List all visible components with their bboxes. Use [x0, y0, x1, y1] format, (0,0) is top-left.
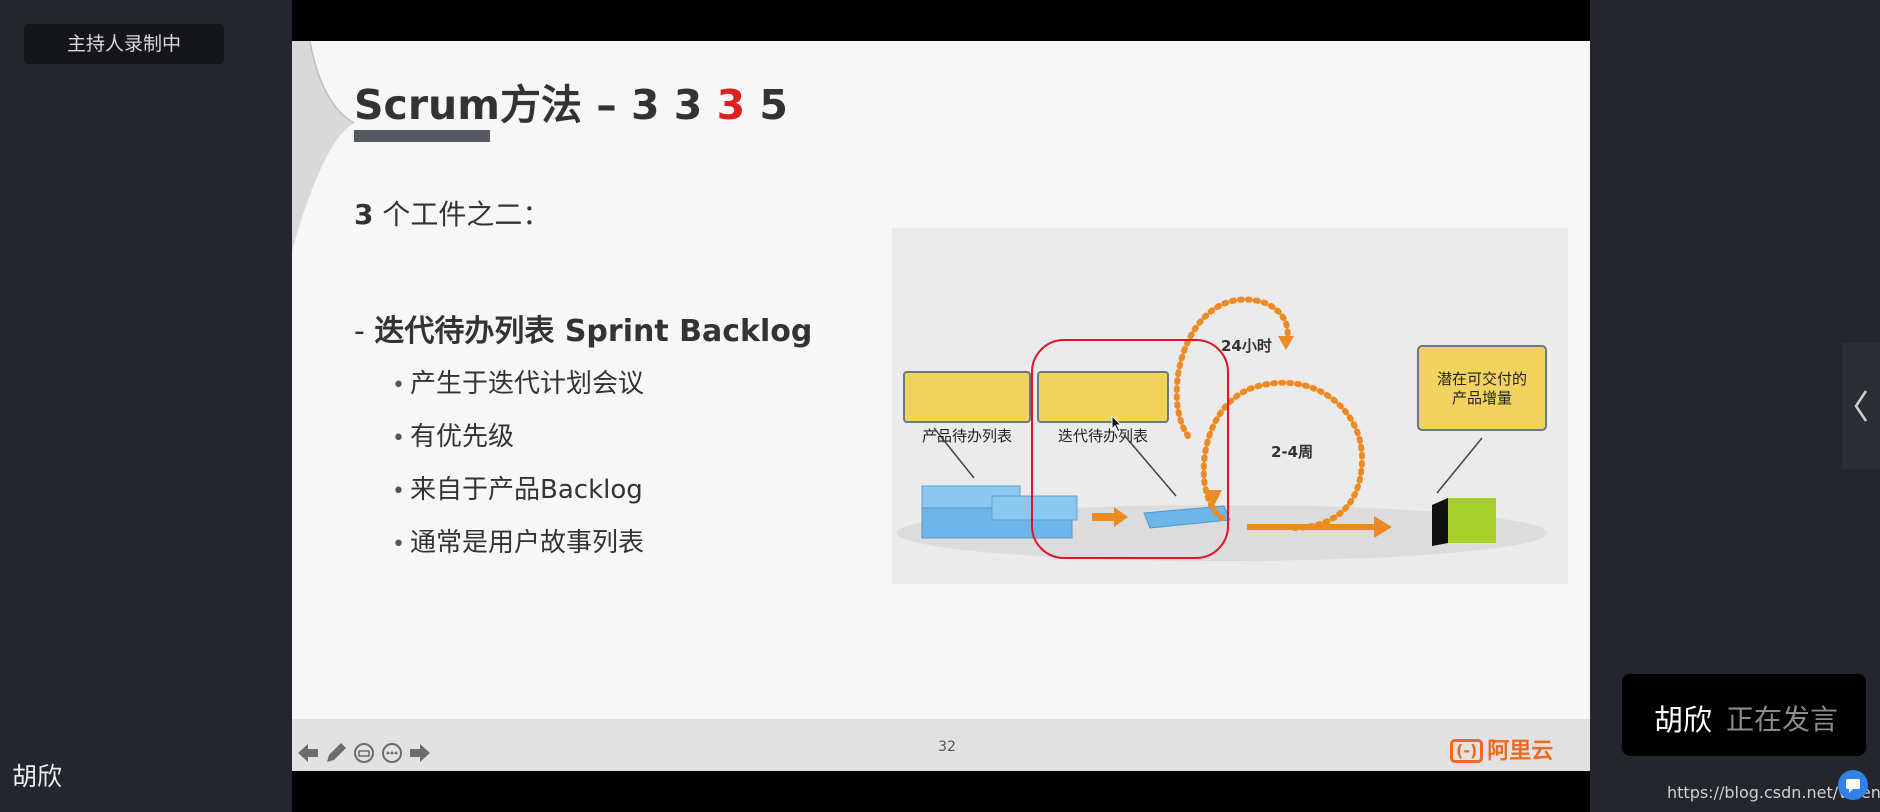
list-item: •来自于产品Backlog	[392, 475, 643, 505]
stage-top-bar	[292, 0, 1590, 41]
slide-subtitle: 3 个工件之二：	[354, 198, 551, 231]
speaker-name: 胡欣	[1654, 703, 1713, 737]
slide-footer	[292, 719, 1590, 771]
speaking-indicator	[1622, 674, 1866, 756]
scrum-diagram-drawing	[897, 296, 1547, 561]
stage-bottom-bar	[292, 771, 1590, 812]
diagram-label-sprint-backlog: 迭代待办列表	[1057, 427, 1148, 445]
presentation-slide: Scrum方法 – 3 3 3 5 3 个工件之二： - 迭代待办列表 Spri…	[292, 41, 1590, 771]
list-item: •有优先级	[392, 422, 515, 452]
chat-button[interactable]	[1838, 770, 1868, 800]
chat-icon	[1846, 779, 1860, 793]
list-item: •产生于迭代计划会议	[392, 369, 645, 399]
page-number: 32	[938, 739, 956, 755]
slide-title: Scrum方法 – 3 3 3 5	[354, 81, 788, 129]
arrow-left-icon[interactable]	[296, 741, 320, 765]
subtitle-icon[interactable]	[352, 741, 376, 765]
diagram-label-product-backlog: 产品待办列表	[921, 427, 1012, 445]
pen-icon[interactable]	[324, 741, 348, 765]
product-backlog-blocks	[921, 485, 1078, 539]
diagram-label-weeks: 2-4周	[1271, 443, 1314, 461]
sprint-backlog-block	[1143, 505, 1231, 529]
diagram-label-24h: 24小时	[1221, 337, 1272, 355]
mouse-cursor-icon	[1111, 415, 1123, 433]
side-panel-toggle[interactable]	[1842, 343, 1880, 469]
presenter-name-label: 胡欣	[12, 762, 63, 791]
chevron-left-icon	[1854, 390, 1868, 422]
watermark-url: https://blog.csdn.net/vicenan	[1667, 783, 1880, 802]
brand-logo: (-)阿里云	[1450, 733, 1553, 765]
title-underline	[354, 130, 490, 142]
slide-decoration-curve	[292, 41, 355, 251]
speaking-status: 正在发言	[1726, 703, 1839, 736]
flow-arrow-small	[1092, 507, 1128, 527]
product-increment-cube	[1432, 498, 1496, 546]
more-icon[interactable]	[380, 741, 404, 765]
recording-badge: 主持人录制中	[24, 24, 224, 64]
arrow-right-icon[interactable]	[408, 741, 432, 765]
list-item: •通常是用户故事列表	[392, 528, 645, 558]
bullet-heading: - 迭代待办列表 Sprint Backlog	[354, 314, 813, 349]
diagram-label-increment: 潜在可交付的产品增量	[1436, 370, 1527, 407]
